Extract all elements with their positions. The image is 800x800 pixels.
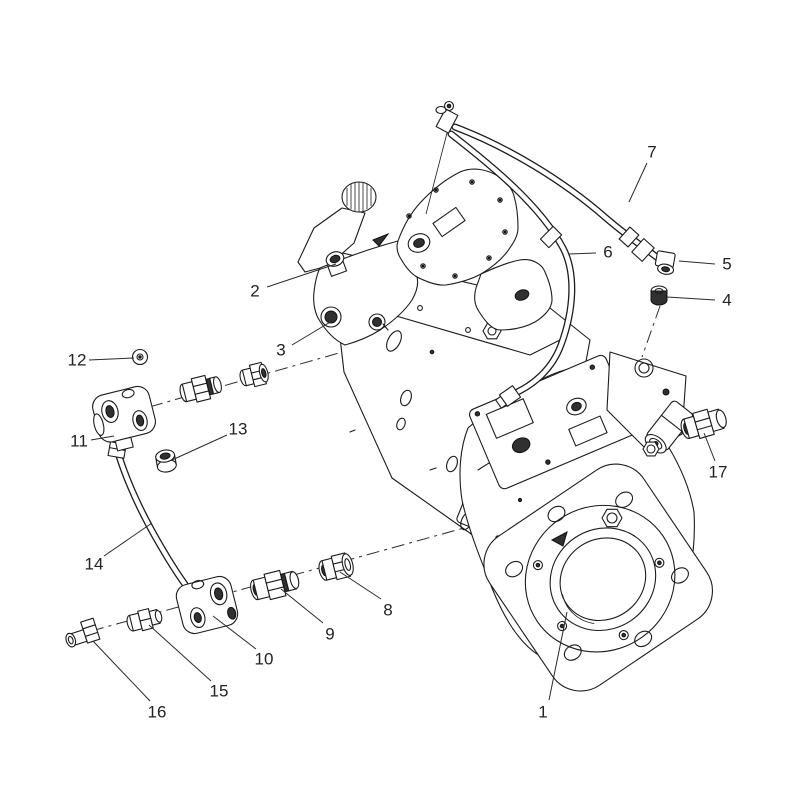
- hose-6-end-fitting: [495, 385, 522, 409]
- leader-line-4: [666, 296, 716, 301]
- callout-label-13: 13: [229, 420, 248, 439]
- elbow-16: [65, 617, 101, 648]
- leader-line-9: [280, 588, 324, 624]
- direction-arrow-rear: [372, 232, 390, 247]
- callout-label-5: 5: [722, 255, 731, 274]
- control-valve-block: [469, 354, 637, 490]
- elbow-5: [654, 250, 676, 275]
- hose-6-banjo-bolt: [425, 100, 459, 215]
- splined-coupler: [341, 181, 377, 213]
- callout-label-12: 12: [68, 351, 87, 370]
- left-fitting-group: [92, 348, 269, 473]
- callout-label-3: 3: [276, 341, 285, 360]
- leader-line-14: [103, 522, 153, 557]
- leader-line-6: [568, 252, 597, 255]
- fitting-17: [680, 408, 727, 439]
- callout-label-15: 15: [210, 682, 229, 701]
- flange-hex-bolt: [601, 508, 623, 528]
- leader-line-8: [339, 571, 382, 600]
- bottom-fitting-group: [65, 552, 354, 648]
- plug-4: [650, 285, 668, 306]
- callout-label-14: 14: [85, 555, 104, 574]
- mounting-bracket: [297, 207, 366, 273]
- rear-pump-bolts: [406, 179, 508, 279]
- cap-12: [131, 348, 149, 366]
- leader-line-13: [171, 434, 228, 461]
- callout-label-17: 17: [709, 463, 728, 482]
- leader-line-2: [266, 263, 337, 288]
- leader-line-7: [628, 162, 648, 203]
- callout-label-6: 6: [603, 243, 612, 262]
- plug-3: [320, 306, 386, 331]
- callout-label-11: 11: [70, 432, 88, 451]
- leader-line-3: [291, 320, 333, 346]
- right-fitting-group: [650, 250, 727, 439]
- banjo-block-10: [175, 575, 239, 635]
- callout-label-7: 7: [647, 143, 656, 162]
- fitting-9: [250, 569, 300, 601]
- centerline-axes: [65, 305, 661, 639]
- callout-label-8: 8: [383, 601, 392, 620]
- leader-line-5: [678, 260, 716, 265]
- body-hex-bolt: [642, 441, 660, 457]
- fitting-15: [126, 608, 163, 632]
- fitting-8: [318, 552, 354, 581]
- leader-line-17: [703, 432, 716, 462]
- rear-pump-unit: [297, 168, 553, 352]
- pilot-valve-block: [606, 351, 694, 454]
- union-fitting-left: [239, 361, 269, 388]
- leader-line-11: [90, 435, 115, 441]
- leader-line-12: [88, 357, 135, 361]
- callout-label-1: 1: [538, 703, 547, 722]
- port-fitting-2: [325, 251, 348, 277]
- hose-7: [451, 123, 663, 263]
- front-pump-unit: [459, 351, 713, 692]
- callout-label-10: 10: [255, 650, 274, 669]
- tee-block-11: [92, 385, 156, 452]
- nipple-fitting-left: [179, 374, 222, 403]
- callout-label-16: 16: [148, 703, 167, 722]
- nut-13: [155, 449, 177, 473]
- hanging-tag: [382, 323, 402, 352]
- callout-label-4: 4: [722, 291, 731, 310]
- direction-arrow-front: [550, 531, 568, 547]
- hose-6: [447, 130, 576, 409]
- callout-label-2: 2: [250, 282, 259, 301]
- leader-line-16: [92, 640, 151, 702]
- leader-line-1: [548, 611, 568, 701]
- mounting-flange: [483, 463, 713, 692]
- leader-line-10: [212, 615, 257, 650]
- callout-label-9: 9: [325, 625, 334, 644]
- leader-line-15: [148, 624, 212, 682]
